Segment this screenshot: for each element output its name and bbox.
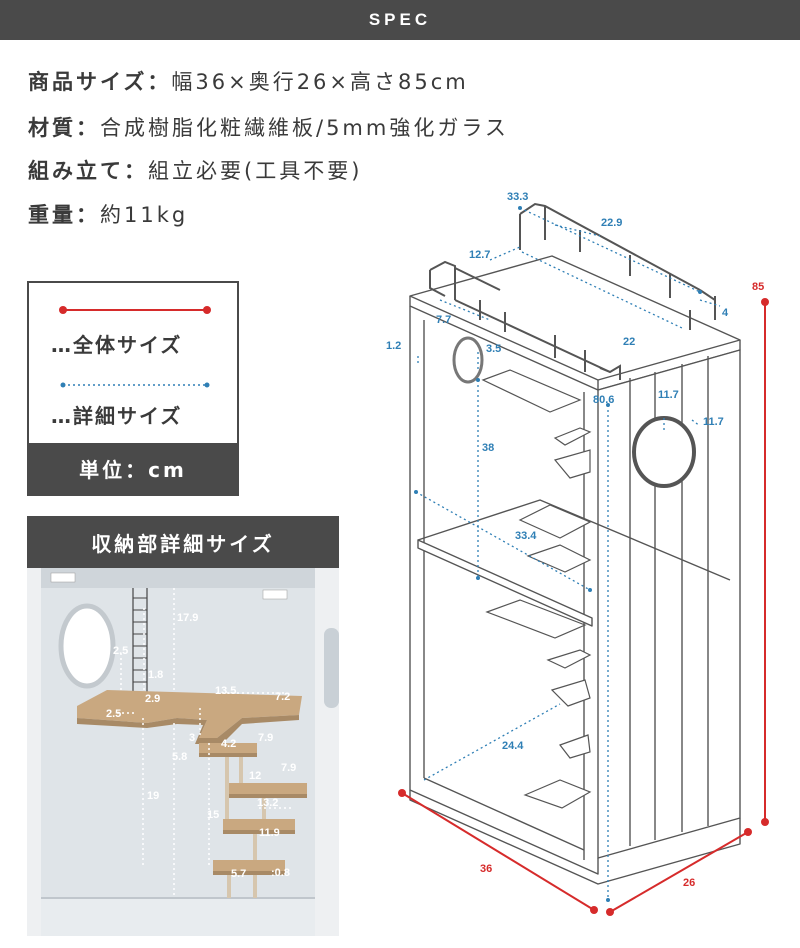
photo-dim-3: 3 (189, 732, 195, 744)
photo-dim-15: 15 (207, 809, 219, 821)
overall-dot-left (59, 306, 67, 314)
photo-dim-7-2: 7.2 (275, 691, 290, 703)
spec-material-label: 材質： (28, 116, 100, 140)
spec-weight-value: 約11kg (100, 203, 189, 227)
dim-85: 85 (752, 281, 764, 293)
photo-dim-11-9: 11.9 (259, 827, 280, 839)
dim-38: 38 (482, 442, 494, 454)
dim-22-9: 22.9 (601, 217, 622, 229)
photo-dim-5-7: 5.7 (231, 868, 246, 880)
spec-weight: 重量：約11kg (28, 199, 188, 229)
photo-dim-12: 12 (249, 770, 261, 782)
spec-header: SPEC (0, 0, 800, 40)
photo-dim-19: 19 (147, 790, 159, 802)
photo-dim-5-8: 5.8 (172, 751, 187, 763)
dim-11-7-b: 11.7 (703, 416, 724, 428)
dim-26: 26 (683, 877, 695, 889)
cage-diagram: 33.3 22.9 12.7 7.7 4 22 1.2 3.5 80.6 11.… (386, 191, 769, 916)
photo-dim-17-9: 17.9 (177, 612, 198, 624)
overall-dot-right (203, 306, 211, 314)
photo-dim-13-2: 13.2 (257, 797, 278, 809)
dim-24-4: 24.4 (502, 740, 524, 752)
unit-label: 単位：cm (29, 443, 237, 494)
dim-80-6: 80.6 (593, 394, 614, 406)
dim-7-7: 7.7 (436, 314, 451, 326)
dim-3-5: 3.5 (486, 343, 501, 355)
photo-dim-2-9: 2.9 (145, 693, 160, 705)
dim-11-7-a: 11.7 (658, 389, 679, 401)
dim-1-2: 1.2 (386, 340, 401, 352)
photo-dim-0-8: :0.8 (271, 867, 290, 879)
legend-box: …全体サイズ …詳細サイズ 単位：cm (27, 281, 239, 496)
photo-dim-13-5: 13.5 (215, 685, 236, 697)
spec-assembly-label: 組み立て： (28, 159, 148, 183)
storage-detail-header: 収納部詳細サイズ (27, 516, 339, 568)
photo-dim-2-5-b: 2.5 (106, 708, 121, 720)
detail-dot-left (60, 382, 66, 388)
legend-overall-label: …全体サイズ (51, 333, 183, 357)
spec-material-value: 合成樹脂化粧繊維板/5mm強化ガラス (100, 116, 509, 140)
dim-33-4: 33.4 (515, 530, 537, 542)
spec-size: 商品サイズ：幅36×奥行26×高さ85cm (28, 66, 469, 96)
photo-dim-7-9-b: 7.9 (281, 762, 296, 774)
dim-4: 4 (722, 307, 729, 319)
photo-dim-1-8: 1.8 (148, 669, 163, 681)
dim-33-3: 33.3 (507, 191, 528, 203)
legend-detail-label: …詳細サイズ (51, 404, 183, 428)
spec-size-label: 商品サイズ： (28, 70, 172, 94)
spec-material: 材質：合成樹脂化粧繊維板/5mm強化ガラス (28, 112, 509, 142)
dim-36: 36 (480, 863, 492, 875)
storage-photo-svg: 17.9 2.5 1.8 2.9 13.5 7.2 2.5 3 4.2 7.9 … (27, 568, 339, 936)
photo-dim-2-5-a: 2.5 (113, 645, 128, 657)
spec-assembly-value: 組立必要(工具不要) (148, 159, 363, 183)
spec-title: SPEC (368, 10, 432, 29)
legend-lines (59, 306, 211, 388)
photo-dim-4-2: 4.2 (221, 738, 236, 750)
spec-assembly: 組み立て：組立必要(工具不要) (28, 155, 362, 185)
storage-detail-photo: 17.9 2.5 1.8 2.9 13.5 7.2 2.5 3 4.2 7.9 … (27, 568, 339, 936)
dim-22: 22 (623, 336, 635, 348)
detail-dot-right (204, 382, 210, 388)
photo-dim-7-9-a: 7.9 (258, 732, 273, 744)
spec-weight-label: 重量： (28, 203, 100, 227)
dim-12-7: 12.7 (469, 249, 490, 261)
spec-size-value: 幅36×奥行26×高さ85cm (171, 70, 469, 94)
